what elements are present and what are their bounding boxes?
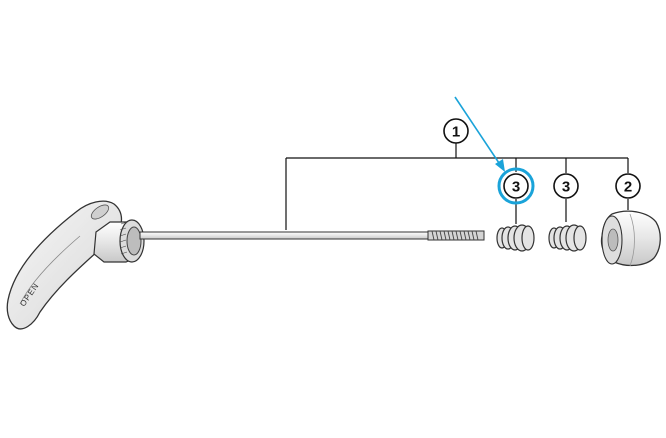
callout-1-number: 1 <box>452 124 460 141</box>
callout-2-number: 2 <box>624 179 632 196</box>
threaded-end <box>427 230 485 241</box>
callout-3-highlighted: 3 <box>497 167 535 205</box>
spring-left <box>496 224 535 252</box>
adjusting-nut <box>600 210 661 267</box>
highlight-arrow-icon <box>454 96 505 172</box>
quick-release-lever: OPEN <box>6 200 123 330</box>
cam-housing <box>93 219 145 263</box>
callout-3: 3 <box>553 173 579 199</box>
spring-right <box>548 224 587 252</box>
skewer-rod <box>139 231 431 240</box>
callout-1: 1 <box>443 118 469 144</box>
callout-3-left-number: 3 <box>512 179 520 196</box>
callout-3-right-number: 3 <box>562 179 570 196</box>
callout-2: 2 <box>615 173 641 199</box>
